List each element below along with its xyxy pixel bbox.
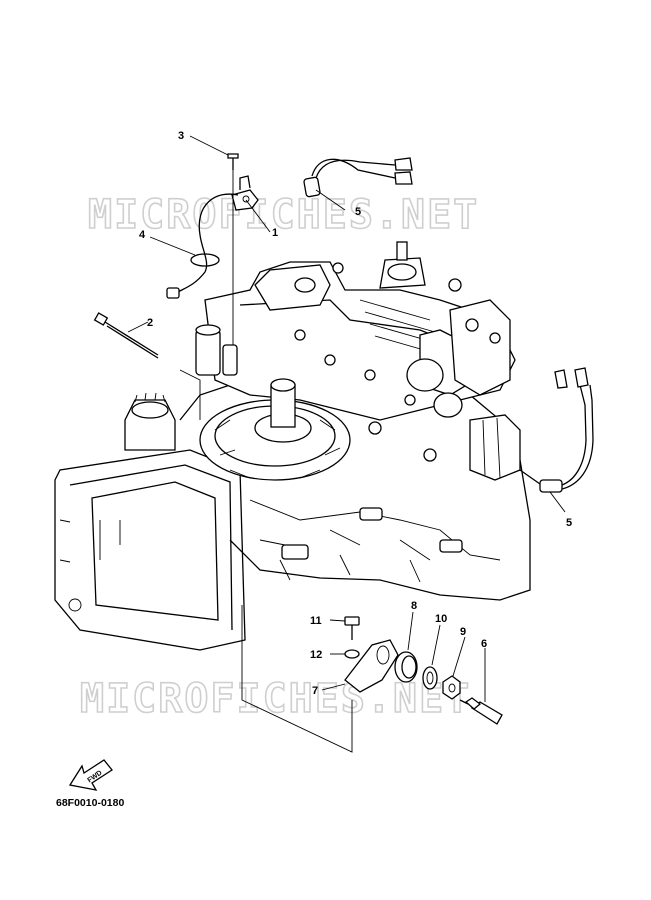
callout-2: 2	[147, 317, 153, 329]
part-5-sender-top	[303, 157, 413, 211]
callout-11: 11	[310, 615, 322, 627]
callout-3: 3	[178, 130, 184, 142]
fwd-arrow-icon: FWD	[68, 759, 113, 791]
callout-10: 10	[435, 613, 447, 625]
engine-block-drawing	[54, 241, 531, 651]
callout-5-right: 5	[566, 517, 572, 529]
callout-6: 6	[481, 638, 487, 650]
figure-code: 68F0010-0180	[56, 797, 124, 809]
watermark-bottom: MICROFICHES.NET	[80, 676, 471, 722]
callout-7: 7	[312, 685, 318, 697]
part-5-sender-right	[519, 367, 594, 513]
callout-12: 12	[310, 649, 322, 661]
callout-1: 1	[272, 227, 278, 239]
part-4-harness	[149, 193, 239, 299]
callout-9: 9	[460, 626, 466, 638]
callout-8: 8	[411, 600, 417, 612]
part-2-cable-tie	[93, 312, 159, 359]
part-1-bracket	[231, 175, 271, 233]
callout-5-top: 5	[355, 206, 361, 218]
parts-lower-group	[241, 605, 503, 753]
part-3-screw	[189, 135, 239, 345]
callout-4: 4	[139, 229, 146, 241]
watermark-top: MICROFICHES.NET	[88, 192, 479, 238]
